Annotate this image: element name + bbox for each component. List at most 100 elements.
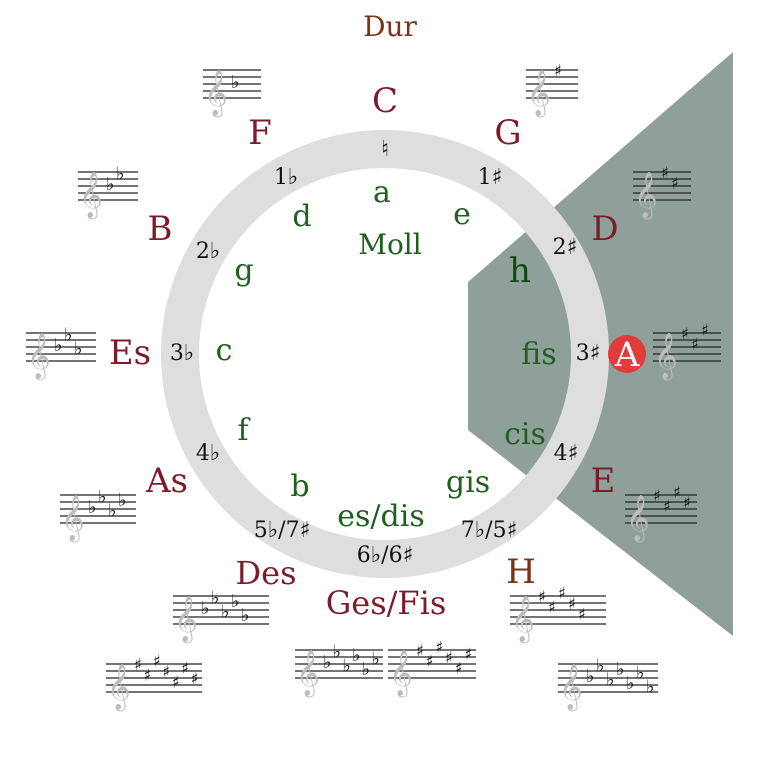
flat-icon: ♭ [636, 663, 645, 684]
treble-clef-icon: 𝄞 [559, 664, 583, 712]
treble-clef-icon: 𝄞 [204, 70, 228, 118]
major-key-es: Es [109, 333, 151, 373]
sharp-icon: ♯ [653, 486, 661, 505]
sharp-icon: ♯ [538, 587, 546, 606]
flat-icon: ♭ [54, 335, 63, 356]
key-signature-staff: 𝄞♯♯♯♯♯♯♯ [106, 652, 202, 712]
major-key-as: As [145, 461, 188, 501]
signature-es: 3♭ [170, 341, 194, 366]
sharp-icon: ♯ [568, 594, 576, 613]
minor-key-gis: gis [446, 465, 490, 500]
sharp-icon: ♯ [455, 659, 463, 678]
minor-key-d: d [292, 199, 311, 234]
treble-clef-icon: 𝄞 [626, 495, 650, 543]
flat-icon: ♭ [88, 497, 97, 518]
sharp-icon: ♯ [416, 641, 424, 660]
sharp-icon: ♯ [681, 324, 689, 343]
key-signature-staff: 𝄞♯ [526, 61, 578, 118]
minor-key-fis: fis [521, 337, 556, 372]
sharp-icon: ♯ [435, 638, 443, 657]
flat-icon: ♭ [362, 659, 371, 680]
flat-icon: ♭ [201, 598, 210, 619]
treble-clef-icon: 𝄞 [79, 172, 103, 220]
flat-icon: ♭ [352, 645, 361, 666]
key-signature-staff: 𝄞♯♯♯♯♯ [510, 584, 606, 644]
treble-clef-icon: 𝄞 [27, 333, 51, 381]
key-signature-staff: 𝄞♭♭♭♭♭♭♭ [558, 656, 658, 712]
flat-icon: ♭ [241, 605, 250, 626]
minor-keys: a e h fis cis gis es/dis b f c g d [216, 175, 557, 534]
sharp-icon: ♯ [464, 645, 472, 664]
major-key-f: F [248, 113, 272, 153]
sharp-icon: ♯ [445, 648, 453, 667]
signature-ges-fis: 6♭/6♯ [357, 543, 413, 568]
flat-icon: ♭ [596, 656, 605, 677]
flat-icon: ♭ [118, 490, 127, 511]
major-keys: C G D A E H Ges/Fis Des As Es B F [109, 81, 640, 622]
signature-f: 1♭ [274, 165, 298, 190]
flat-icon: ♭ [74, 339, 83, 360]
signature-d: 2♯ [553, 235, 578, 260]
key-signature-staff: 𝄞♭♭♭♭♭ [173, 588, 269, 644]
major-key-e: E [591, 461, 616, 501]
flat-icon: ♭ [211, 588, 220, 609]
flat-icon: ♭ [606, 670, 615, 691]
treble-clef-icon: 𝄞 [654, 333, 678, 381]
sharp-icon: ♯ [673, 483, 681, 502]
treble-clef-icon: 𝄞 [107, 664, 131, 712]
flat-icon: ♭ [646, 677, 655, 698]
minor-key-es-dis: es/dis [337, 499, 424, 534]
flat-icon: ♭ [98, 487, 107, 508]
minor-key-h: h [509, 251, 531, 291]
flat-icon: ♭ [108, 501, 117, 522]
sharp-icon: ♯ [691, 335, 699, 354]
treble-clef-icon: 𝄞 [61, 495, 85, 543]
key-signature-staff: 𝄞♯♯ [633, 163, 691, 220]
flat-icon: ♭ [116, 164, 125, 185]
sharp-icon: ♯ [671, 174, 679, 193]
key-signature-staff: 𝄞♭♭♭♭♭♭ [295, 642, 383, 698]
major-heading: Dur [363, 10, 417, 43]
minor-heading: Moll [358, 228, 421, 261]
treble-clef-icon: 𝄞 [174, 596, 198, 644]
flat-icon: ♭ [616, 659, 625, 680]
key-signature-staff: 𝄞♯♯♯ [653, 321, 721, 381]
signature-e: 4♯ [554, 441, 579, 466]
key-signature-staff: 𝄞♯♯♯♯♯♯ [388, 638, 476, 698]
flat-icon: ♭ [323, 652, 332, 673]
flat-icon: ♭ [626, 673, 635, 694]
sharp-icon: ♯ [426, 652, 434, 671]
minor-key-e: e [453, 197, 471, 232]
signature-a: 3♯ [576, 341, 601, 366]
sharp-icon: ♯ [554, 61, 562, 80]
major-key-ges-fis: Ges/Fis [326, 584, 447, 622]
sharp-icon: ♯ [162, 662, 170, 681]
treble-clef-icon: 𝄞 [511, 596, 535, 644]
key-signature-staff: 𝄞♭♭♭ [26, 325, 96, 381]
minor-key-g: g [234, 253, 253, 288]
sharp-icon: ♯ [701, 321, 709, 340]
flat-icon: ♭ [106, 174, 115, 195]
flat-icon: ♭ [371, 649, 380, 670]
sharp-icon: ♯ [663, 497, 671, 516]
key-signature-staves: 𝄞♭𝄞♯𝄞♭♭𝄞♯♯𝄞♭♭♭𝄞♯♯♯𝄞♭♭♭♭𝄞♯♯♯♯𝄞♭♭♭♭♭𝄞♯♯♯♯♯… [26, 61, 721, 712]
key-signature-staff: 𝄞♭♭ [78, 164, 138, 220]
key-signature-staff: 𝄞♯♯♯♯ [625, 483, 697, 543]
sharp-icon: ♯ [143, 666, 151, 685]
signature-c: ♮ [381, 137, 389, 162]
major-key-des: Des [235, 554, 296, 592]
highlight-ball [608, 335, 646, 373]
key-signature-staff: 𝄞♭♭♭♭ [60, 487, 136, 543]
minor-key-cis: cis [504, 417, 546, 452]
sharp-icon: ♯ [134, 655, 142, 674]
flat-icon: ♭ [333, 642, 342, 663]
minor-key-b: b [290, 469, 309, 504]
treble-clef-icon: 𝄞 [634, 172, 658, 220]
sharp-icon: ♯ [181, 659, 189, 678]
sharp-icon: ♯ [683, 493, 691, 512]
major-key-g: G [494, 113, 521, 153]
sharp-icon: ♯ [172, 673, 180, 692]
flat-icon: ♭ [221, 602, 230, 623]
minor-key-c: c [216, 333, 233, 368]
